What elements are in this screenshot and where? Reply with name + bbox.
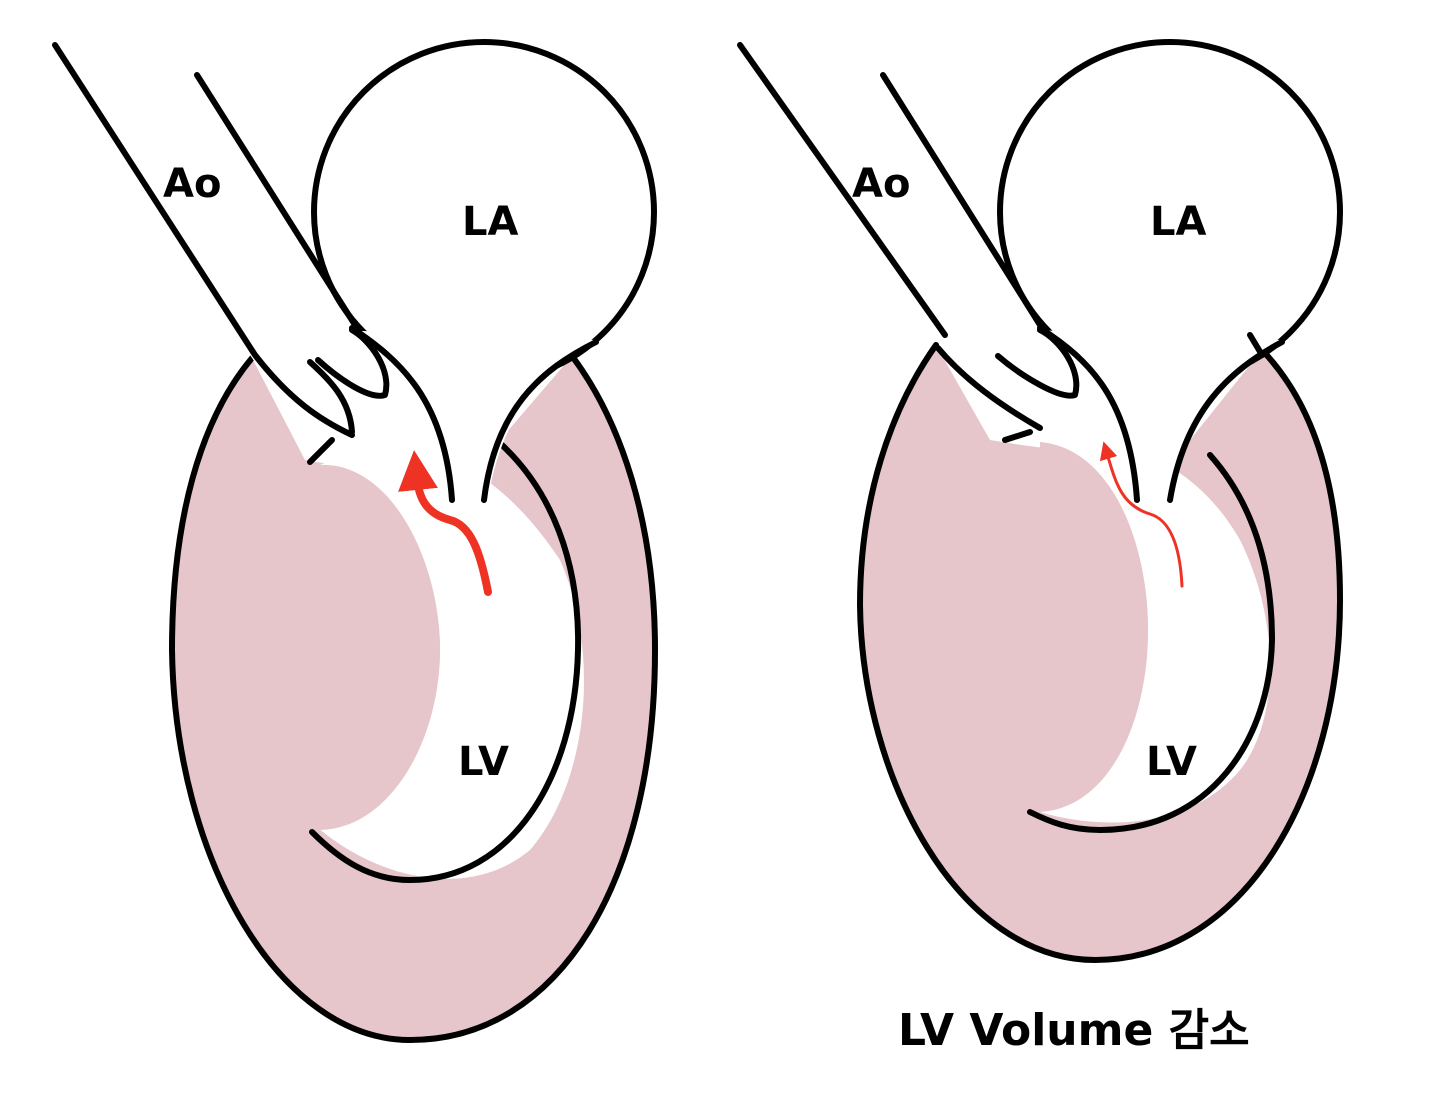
aorta-lumen	[740, 45, 1075, 432]
ventricle-outer-outline	[857, 342, 1343, 963]
aorta-wall-inner	[880, 72, 1043, 328]
aorta-wall-inner	[194, 72, 358, 328]
ventricle-inner-outline	[309, 442, 582, 883]
heart-panel-reduced-volume: Ao LA LV	[737, 39, 1343, 963]
aortic-valve-cusp	[307, 359, 355, 435]
septum	[318, 464, 440, 830]
left-ventricle-label: LV	[458, 739, 509, 785]
annulus-tick	[1247, 332, 1265, 358]
aorta-lumen	[55, 45, 385, 432]
left-atrium-label: LA	[1150, 199, 1206, 245]
mitral-leaflet-posterior	[481, 339, 599, 503]
aortic-valve-cusp-2	[315, 327, 390, 399]
aorta-wall-outer	[52, 42, 355, 438]
left-atrium-label: LA	[462, 199, 518, 245]
aorta-wall-outer	[737, 42, 948, 338]
ventricle-outer-outline	[169, 353, 658, 1043]
left-ventricle-cavity	[1040, 441, 1270, 823]
ventricle-inner-outline	[1027, 452, 1275, 833]
heart-panel-normal: Ao LA LV	[52, 39, 658, 1043]
septum	[1040, 442, 1148, 812]
flow-arrow-reduced	[1099, 441, 1184, 588]
aorta-label: Ao	[852, 161, 910, 207]
caption: LV Volume 감소	[898, 1005, 1250, 1056]
aortic-valve-cusp-2	[995, 327, 1080, 399]
lvot-notch	[307, 437, 335, 465]
lvot-notch	[1002, 429, 1033, 443]
left-ventricle-label: LV	[1146, 739, 1197, 785]
flow-arrow-normal	[398, 450, 492, 596]
aorta-label: Ao	[163, 161, 221, 207]
left-ventricle-cavity	[318, 448, 584, 879]
aortic-valve-cusp	[935, 345, 1043, 431]
